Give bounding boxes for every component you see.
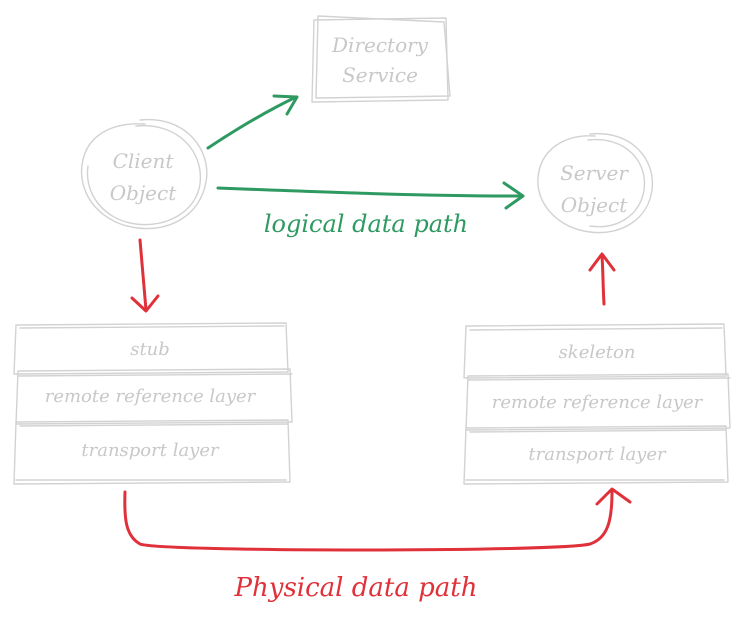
directory-service-label-line2: Service	[342, 63, 418, 87]
server-object-node: Server Object	[537, 133, 654, 234]
client-layer-transport: transport layer	[81, 440, 220, 461]
client-to-directory-arrow	[206, 94, 299, 150]
server-layer-transport: transport layer	[528, 444, 667, 465]
server-layer-skeleton: skeleton	[559, 342, 636, 363]
server-object-label-line2: Object	[561, 193, 628, 217]
client-object-label-line2: Object	[110, 181, 177, 205]
server-up-arrow	[588, 252, 616, 306]
physical-data-path-arrow	[123, 487, 632, 552]
server-stack: skeleton remote reference layer transpor…	[463, 323, 731, 485]
physical-data-path-label: Physical data path	[234, 573, 478, 603]
directory-service-node: Directory Service	[311, 15, 451, 103]
server-layer-remote-reference: remote reference layer	[492, 392, 704, 413]
directory-service-label-line1: Directory	[331, 33, 429, 57]
client-object-label-line1: Client	[113, 149, 175, 173]
logical-data-path-label: logical data path	[264, 210, 468, 238]
client-layer-stub: stub	[130, 339, 170, 360]
client-object-node: Client Object	[80, 118, 208, 230]
logical-data-path-arrow	[216, 181, 525, 210]
client-layer-remote-reference: remote reference layer	[45, 386, 257, 407]
client-down-arrow	[130, 238, 160, 313]
client-stack: stub remote reference layer transport la…	[13, 322, 293, 485]
server-object-label-line1: Server	[560, 161, 629, 185]
